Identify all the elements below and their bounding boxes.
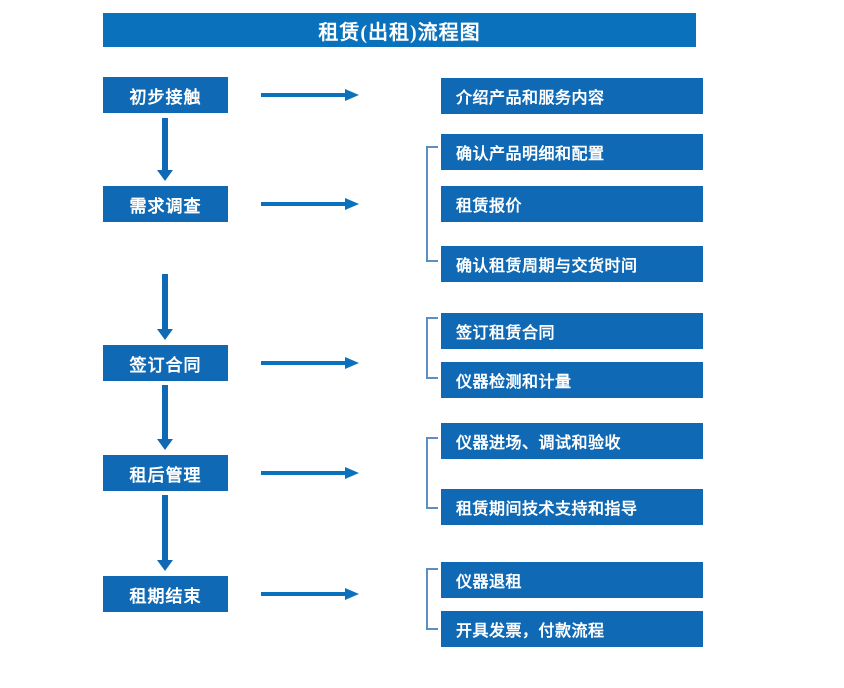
arrow-head-down-icon — [157, 170, 173, 181]
arrow-head-right-icon — [345, 467, 359, 479]
stage-box-2[interactable]: 需求调查 — [103, 186, 228, 222]
detail-box-2[interactable]: 确认产品明细和配置 — [441, 134, 703, 170]
arrow-head-down-icon — [157, 439, 173, 450]
arrow-head-right-icon — [345, 198, 359, 210]
arrow-shaft — [162, 118, 168, 170]
horizontal-arrow-4 — [261, 467, 361, 479]
horizontal-arrow-2 — [261, 198, 361, 210]
detail-box-8[interactable]: 租赁期间技术支持和指导 — [441, 489, 703, 525]
stage-box-3[interactable]: 签订合同 — [103, 345, 228, 381]
arrow-shaft — [261, 471, 347, 475]
arrow-shaft — [261, 202, 347, 206]
vertical-arrow-1 — [157, 118, 173, 182]
stage-box-5[interactable]: 租期结束 — [103, 576, 228, 612]
arrow-shaft — [162, 495, 168, 560]
detail-box-4[interactable]: 确认租赁周期与交货时间 — [441, 246, 703, 282]
horizontal-arrow-5 — [261, 588, 361, 600]
group-bracket-1 — [426, 146, 438, 262]
detail-box-10[interactable]: 开具发票，付款流程 — [441, 611, 703, 647]
diagram-title: 租赁(出租)流程图 — [103, 13, 696, 47]
horizontal-arrow-3 — [261, 357, 361, 369]
arrow-head-down-icon — [157, 329, 173, 340]
arrow-head-down-icon — [157, 560, 173, 571]
vertical-arrow-3 — [157, 385, 173, 451]
arrow-shaft — [261, 361, 347, 365]
detail-box-7[interactable]: 仪器进场、调试和验收 — [441, 423, 703, 459]
detail-box-5[interactable]: 签订租赁合同 — [441, 313, 703, 349]
detail-box-9[interactable]: 仪器退租 — [441, 562, 703, 598]
group-bracket-2 — [426, 317, 438, 379]
arrow-head-right-icon — [345, 357, 359, 369]
arrow-head-right-icon — [345, 588, 359, 600]
vertical-arrow-2 — [157, 274, 173, 341]
group-bracket-3 — [426, 437, 438, 509]
arrow-shaft — [261, 592, 347, 596]
detail-box-6[interactable]: 仪器检测和计量 — [441, 362, 703, 398]
arrow-head-right-icon — [345, 89, 359, 101]
arrow-shaft — [162, 385, 168, 439]
stage-box-4[interactable]: 租后管理 — [103, 455, 228, 491]
group-bracket-4 — [426, 568, 438, 630]
arrow-shaft — [261, 93, 347, 97]
detail-box-1[interactable]: 介绍产品和服务内容 — [441, 78, 703, 114]
detail-box-3[interactable]: 租赁报价 — [441, 186, 703, 222]
vertical-arrow-4 — [157, 495, 173, 572]
arrow-shaft — [162, 274, 168, 329]
stage-box-1[interactable]: 初步接触 — [103, 77, 228, 113]
horizontal-arrow-1 — [261, 89, 361, 101]
